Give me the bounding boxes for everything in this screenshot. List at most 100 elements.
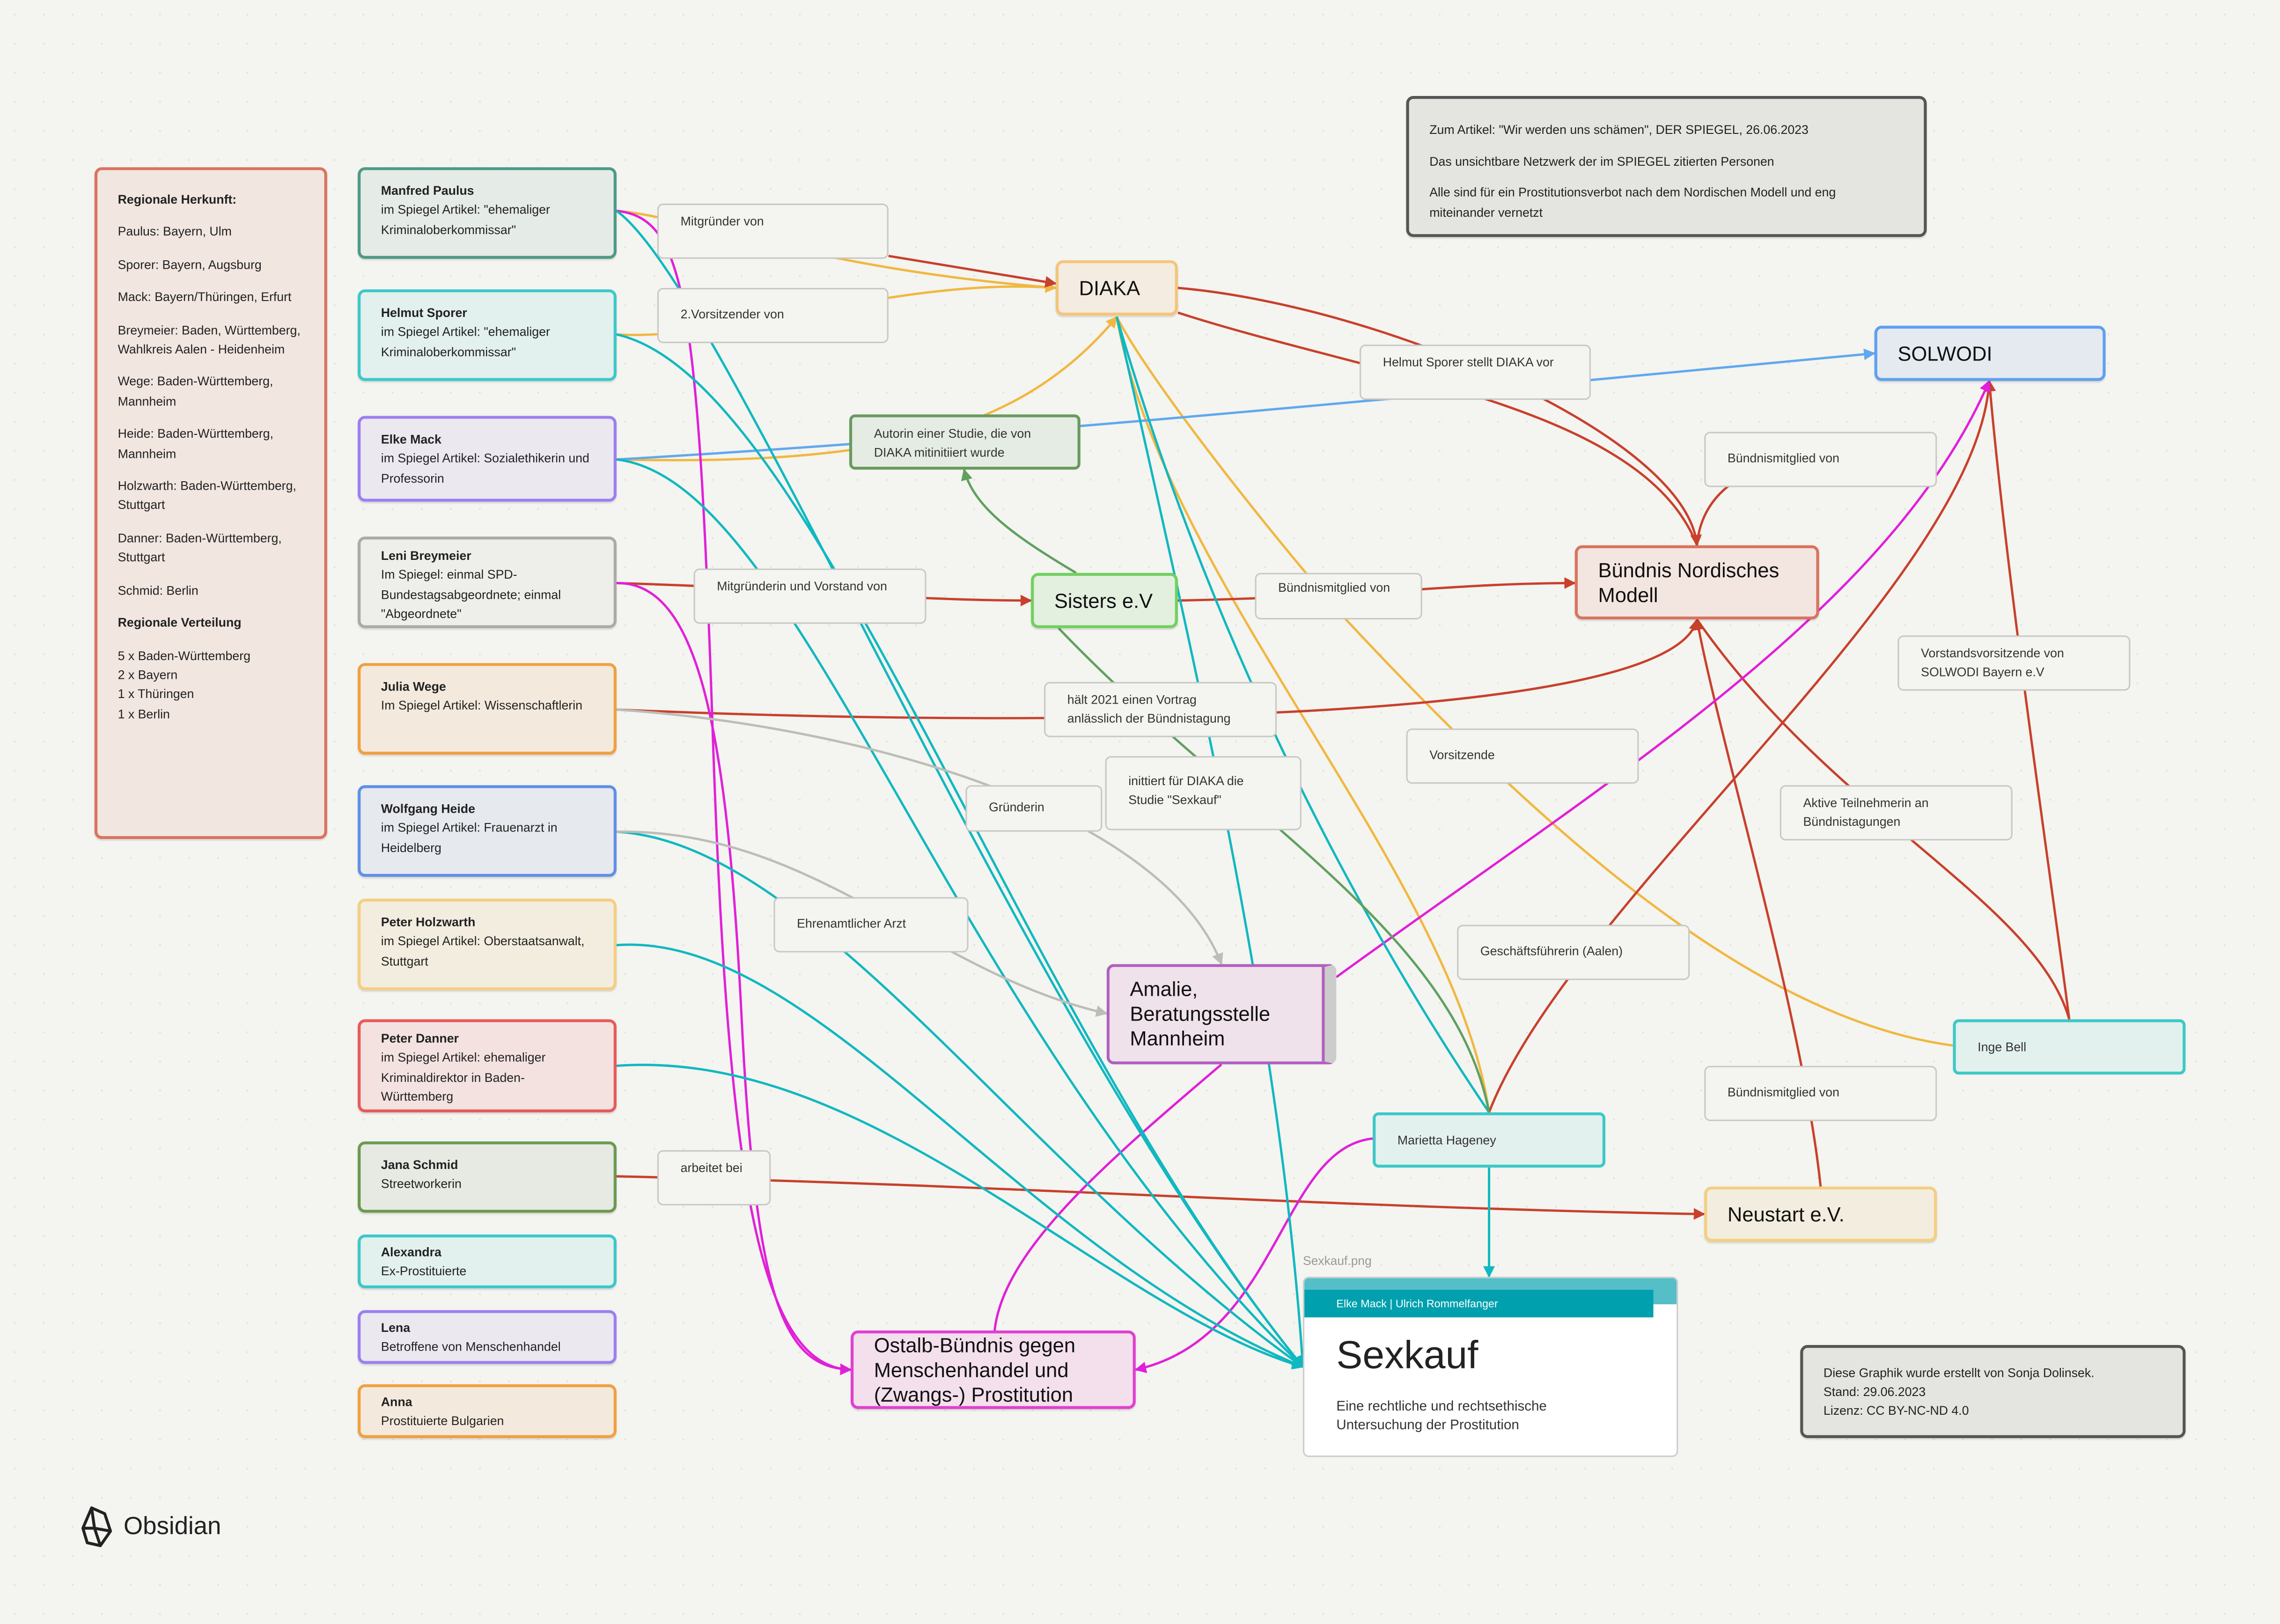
edge-red[interactable]: [616, 618, 1700, 720]
edge-label-buendnismitglied[interactable]: Bündnismitglied von: [1704, 432, 1937, 487]
edge-teal[interactable]: [616, 333, 1304, 1368]
node-solwodi[interactable]: SOLWODI: [1874, 325, 2106, 381]
edge-label-arzt[interactable]: Ehrenamtlicher Arzt: [773, 897, 969, 953]
edge-red[interactable]: [616, 1175, 1706, 1220]
edge-label-buendnismitglied[interactable]: Bündnismitglied von: [1704, 1066, 1937, 1121]
dist-item: 1 x Thüringen: [118, 687, 194, 702]
edge-red[interactable]: [888, 255, 1057, 288]
edge-teal[interactable]: [1116, 316, 1490, 1113]
edge-green[interactable]: [961, 468, 1077, 574]
node-inge-bell[interactable]: Inge Bell: [1953, 1019, 2186, 1075]
node-marietta-hageney[interactable]: Marietta Hageney: [1373, 1112, 1606, 1168]
edge-label-mitgruender[interactable]: Mitgründer von: [657, 203, 889, 259]
edge-red[interactable]: [1488, 381, 1991, 1113]
edge-teal[interactable]: [616, 830, 1304, 1368]
node-sisters[interactable]: Sisters e.V: [1031, 573, 1178, 628]
edge-label-vorsitzender[interactable]: 2.Vorsitzender von: [657, 287, 889, 344]
person-desc: Im Spiegel: einmal SPD-Bundestagsabgeord…: [381, 567, 561, 621]
person-desc: im Spiegel Artikel: Frauenarzt in Heidel…: [381, 821, 558, 855]
person-name: Alexandra: [381, 1244, 441, 1259]
edge-label-buendnismitglied[interactable]: Bündnismitglied von: [1255, 573, 1422, 620]
edge-red[interactable]: [1984, 380, 2071, 1020]
person-desc: im Spiegel Artikel: "ehemaliger Kriminal…: [381, 324, 550, 359]
edge-label-inittiert[interactable]: inittiert für DIAKA die Studie "Sexkauf": [1105, 756, 1302, 830]
node-neustart[interactable]: Neustart e.V.: [1704, 1186, 1937, 1242]
edge-label-vorstandsvorsitzende[interactable]: Vorstandsvorsitzende von SOLWODI Bayern …: [1898, 635, 2131, 691]
region-item: Wege: Baden-Württemberg, Mannheim: [118, 374, 273, 409]
region-item: Schmid: Berlin: [118, 582, 199, 597]
credit-line: Diese Graphik wurde erstellt von Sonja D…: [1823, 1365, 2095, 1380]
node-diaka[interactable]: DIAKA: [1055, 260, 1178, 316]
edge-label-mitgruenderin[interactable]: Mitgründerin und Vorstand von: [693, 568, 927, 624]
dist-item: 2 x Bayern: [118, 667, 178, 682]
region-item: Danner: Baden-Württemberg, Stuttgart: [118, 530, 282, 565]
brand-name: Obsidian: [124, 1512, 221, 1540]
person-name: Anna: [381, 1394, 412, 1409]
node-buendnis[interactable]: Bündnis Nordisches Modell: [1574, 545, 1819, 620]
edge-magenta[interactable]: [993, 1063, 1222, 1331]
person-name: Jana Schmid: [381, 1157, 458, 1172]
edge-label-gruenderin[interactable]: Gründerin: [965, 785, 1103, 832]
edge-label-sporer-stellt[interactable]: Helmut Sporer stellt DIAKA vor: [1360, 345, 1591, 400]
node-amalie[interactable]: Amalie, Beratungsstelle Mannheim: [1106, 964, 1337, 1065]
region-note[interactable]: Regionale Herkunft: Paulus: Bayern, Ulm …: [94, 167, 327, 839]
person-desc: im Spiegel Artikel: "ehemaliger Kriminal…: [381, 202, 550, 237]
edge-orange[interactable]: [1116, 316, 1953, 1047]
edge-orange[interactable]: [1115, 316, 1491, 1113]
region-item: Sporer: Bayern, Augsburg: [118, 257, 262, 272]
person-name: Leni Breymeier: [381, 548, 471, 563]
person-breymeier[interactable]: Leni Breymeier Im Spiegel: einmal SPD-Bun…: [358, 536, 617, 628]
node-autorin[interactable]: Autorin einer Studie, die von DIAKA miti…: [849, 414, 1081, 470]
edge-label-vortrag[interactable]: hält 2021 einen Vortrag anlässlich der B…: [1044, 682, 1277, 737]
region-heading: Regionale Verteilung: [118, 615, 242, 630]
edge-label-arbeitet[interactable]: arbeitet bei: [657, 1150, 771, 1205]
region-item: Heide: Baden-Württemberg, Mannheim: [118, 426, 273, 461]
credit-note[interactable]: Diese Graphik wurde erstellt von Sonja D…: [1800, 1345, 2186, 1438]
edge-label-vorsitzende[interactable]: Vorsitzende: [1406, 728, 1639, 784]
edge-red[interactable]: [1696, 618, 2071, 1020]
dist-item: 5 x Baden-Württemberg: [118, 647, 250, 662]
person-paulus[interactable]: Manfred Paulus im Spiegel Artikel: "ehema…: [358, 167, 617, 259]
region-heading: Regionale Herkunft:: [118, 191, 237, 207]
edge-red[interactable]: [1177, 311, 1699, 546]
edge-label-geschaeftsfuehrerin[interactable]: Geschäftsführerin (Aalen): [1457, 925, 1690, 980]
edge-teal[interactable]: [616, 458, 1304, 1368]
edge-teal[interactable]: [1115, 316, 1304, 1367]
node-ostalb[interactable]: Ostalb-Bündnis gegen Menschenhandel und …: [851, 1330, 1136, 1409]
region-item: Mack: Bayern/Thüringen, Erfurt: [118, 289, 292, 304]
edge-teal[interactable]: [616, 943, 1304, 1368]
person-desc: Ex-Prostituierte: [381, 1264, 467, 1279]
book-title: Sexkauf: [1336, 1333, 1478, 1377]
edge-label-aktive[interactable]: Aktive Teilnehmerin an Bündnistagungen: [1780, 785, 2013, 841]
article-note[interactable]: Zum Artikel: "Wir werden uns schämen", D…: [1406, 96, 1927, 237]
edge-teal[interactable]: [616, 1064, 1304, 1370]
person-name: Manfred Paulus: [381, 183, 474, 198]
edge-magenta[interactable]: [1134, 1137, 1373, 1374]
person-desc: Streetworkerin: [381, 1177, 462, 1192]
person-name: Elke Mack: [381, 432, 441, 447]
sexkauf-image[interactable]: Elke Mack | Ulrich Rommelfanger Sexkauf …: [1302, 1277, 1678, 1457]
note-line: Das unsichtbare Netzwerk der im SPIEGEL …: [1429, 154, 1774, 169]
book-subtitle: Eine rechtliche und rechtsethische Unter…: [1336, 1398, 1547, 1434]
person-desc: im Spiegel Artikel: Oberstaatsanwalt, St…: [381, 934, 585, 969]
person-desc: im Spiegel Artikel: ehemaliger Kriminald…: [381, 1050, 546, 1104]
edge-blue[interactable]: [616, 348, 1876, 461]
credit-line: Stand: 29.06.2023: [1823, 1384, 1926, 1399]
edge-red[interactable]: [1177, 287, 1702, 547]
note-line: Zum Artikel: "Wir werden uns schämen", D…: [1429, 122, 1809, 137]
dist-item: 1 x Berlin: [118, 706, 170, 721]
edge-magenta[interactable]: [616, 582, 852, 1375]
person-desc: Prostituierte Bulgarien: [381, 1414, 504, 1429]
person-desc: im Spiegel Artikel: Sozialethikerin und …: [381, 451, 589, 485]
person-mack[interactable]: Elke Mack im Spiegel Artikel: Sozialethik…: [358, 416, 617, 502]
